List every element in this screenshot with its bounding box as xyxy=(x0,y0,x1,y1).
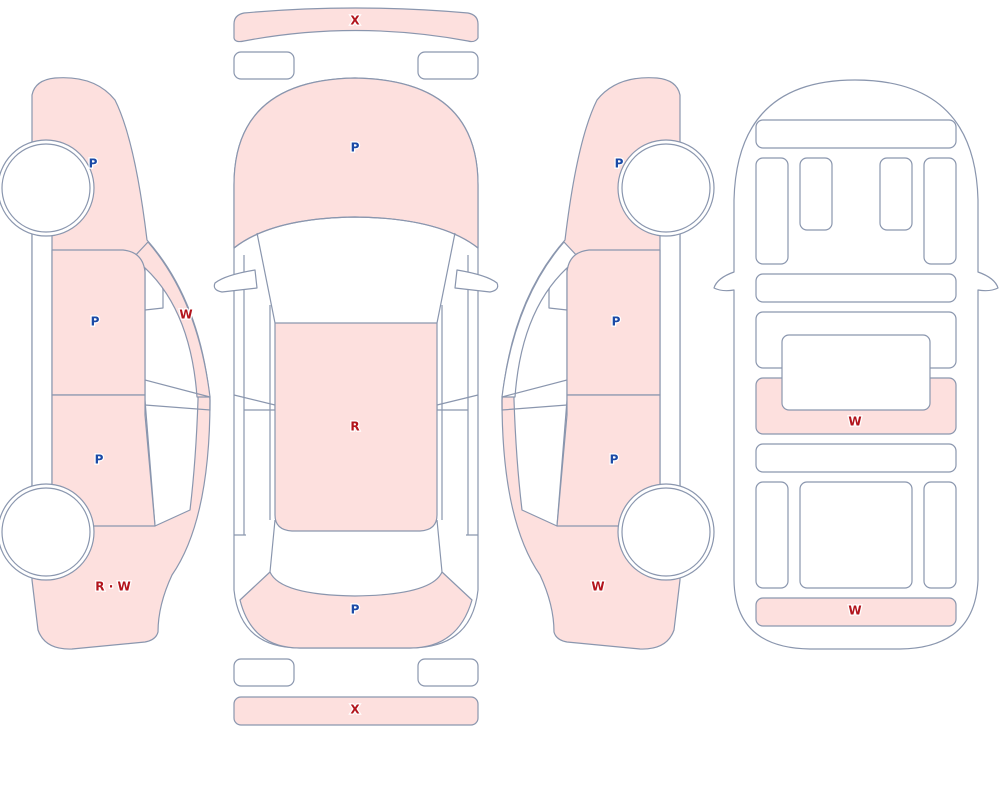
left-window-divider xyxy=(144,379,211,411)
left-side-view: P W P P R · W xyxy=(0,77,211,650)
right-front-wheel xyxy=(617,139,715,237)
underbody-rear-member xyxy=(755,597,957,627)
underbody-left-rear-rail xyxy=(755,481,789,589)
front-bumper xyxy=(233,7,479,43)
trunk xyxy=(239,571,473,649)
label-left-front-door: P xyxy=(91,315,100,329)
label-left-a-pillar: W xyxy=(179,308,192,322)
underbody-rear-crossmember xyxy=(755,443,957,473)
left-rocker-strip xyxy=(31,231,53,491)
label-right-quarter-panel: W xyxy=(591,580,604,594)
underbody-mid-crossmember xyxy=(755,273,957,303)
front-left-light xyxy=(233,51,295,80)
label-trunk: P xyxy=(351,603,360,617)
rear-window xyxy=(269,519,443,573)
label-right-front-fender: P xyxy=(615,157,624,171)
roof xyxy=(274,322,438,532)
underbody-view: W W xyxy=(713,79,999,650)
label-roof: R xyxy=(350,420,359,434)
windshield xyxy=(233,216,479,324)
underbody-left-front-rail xyxy=(755,157,789,265)
underbody-front-crossmember xyxy=(755,119,957,149)
rear-right-light xyxy=(417,658,479,687)
label-front-bumper: X xyxy=(350,14,360,28)
label-left-rear-door: P xyxy=(95,453,104,467)
left-front-wheel xyxy=(0,139,95,237)
underbody-center-tunnel xyxy=(781,334,931,411)
right-window-divider xyxy=(501,379,568,411)
left-mirror-top xyxy=(213,269,258,293)
right-front-door xyxy=(566,249,661,396)
rear-left-light xyxy=(233,658,295,687)
right-side-view: P P P W xyxy=(501,77,715,650)
right-mirror-top xyxy=(454,269,499,293)
label-left-quarter-panel: R · W xyxy=(95,580,130,594)
label-right-front-door: P xyxy=(612,315,621,329)
left-front-door xyxy=(51,249,146,396)
left-rear-wheel xyxy=(0,483,95,581)
underbody-rear-floor xyxy=(799,481,913,589)
rear-bumper xyxy=(233,696,479,726)
side-frame-lines xyxy=(234,255,478,536)
label-underbody-crossmember: W xyxy=(848,415,861,429)
label-left-front-fender: P xyxy=(89,157,98,171)
underbody-right-rear-rail xyxy=(923,481,957,589)
underbody-left-inner-rail xyxy=(799,157,833,231)
top-view: X P R P X xyxy=(213,7,499,726)
label-right-rear-door: P xyxy=(610,453,619,467)
right-rear-wheel xyxy=(617,483,715,581)
label-hood: P xyxy=(351,141,360,155)
label-underbody-rear-member: W xyxy=(848,604,861,618)
label-rear-bumper: X xyxy=(350,703,360,717)
underbody-right-inner-rail xyxy=(879,157,913,231)
right-rocker-strip xyxy=(659,231,681,491)
front-right-light xyxy=(417,51,479,80)
underbody-right-front-rail xyxy=(923,157,957,265)
